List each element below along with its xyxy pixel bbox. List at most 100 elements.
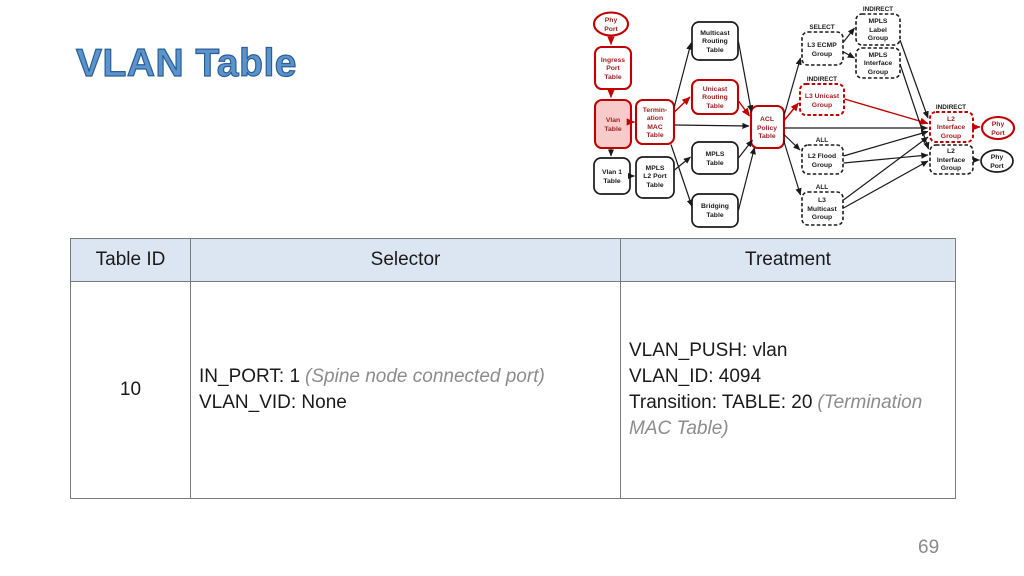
svg-text:Table: Table xyxy=(603,178,620,185)
treatment-line: Transition: TABLE: 20(Termination MAC Ta… xyxy=(629,392,923,439)
svg-text:L2: L2 xyxy=(947,116,955,123)
svg-text:Phy: Phy xyxy=(605,17,618,24)
node-mpls-l2-port-table: MPLS L2 Port Table xyxy=(635,156,675,199)
selector-line: IN_PORT: 1(Spine node connected port) xyxy=(199,366,545,387)
svg-text:Group: Group xyxy=(868,69,888,76)
svg-text:ALL: ALL xyxy=(816,137,829,144)
vlan-flow-table: Table ID Selector Treatment 10 IN_PORT: … xyxy=(70,238,956,499)
svg-text:Phy: Phy xyxy=(991,154,1004,161)
edge-acl-to-l3multicast xyxy=(782,139,802,196)
node-vlan-table: Vlan Table xyxy=(593,98,633,150)
svg-text:Vlan 1: Vlan 1 xyxy=(602,169,622,176)
svg-text:Interface: Interface xyxy=(864,60,893,67)
svg-text:Group: Group xyxy=(868,35,888,42)
svg-text:Table: Table xyxy=(646,182,663,189)
node-phy-port-out-red: Phy Port xyxy=(980,115,1016,141)
edge-unicast-to-acl xyxy=(737,100,751,117)
table-header-row: Table ID Selector Treatment xyxy=(70,238,956,282)
svg-text:L2: L2 xyxy=(947,148,955,155)
svg-text:INDIRECT: INDIRECT xyxy=(936,104,966,111)
svg-text:L3: L3 xyxy=(818,197,826,204)
node-multicast-routing-table: Multicast Routing Table xyxy=(691,21,739,61)
svg-text:Table: Table xyxy=(706,212,723,219)
node-mpls-interface-group: MPLS Interface Group xyxy=(855,47,901,79)
edge-l3ecmp-to-mplslabel xyxy=(843,27,855,43)
selector-note: (Spine node connected port) xyxy=(305,366,545,387)
svg-text:Table: Table xyxy=(646,132,663,139)
svg-text:Group: Group xyxy=(812,102,832,109)
svg-text:Routing: Routing xyxy=(702,94,728,101)
svg-text:MAC: MAC xyxy=(647,124,663,131)
cell-treatment: VLAN_PUSH: vlan VLAN_ID: 4094 Transition… xyxy=(620,281,956,499)
page-number: 69 xyxy=(918,537,940,558)
selector-line: VLAN_VID: None xyxy=(199,392,347,413)
edge-mpls-to-acl xyxy=(738,139,753,159)
svg-text:ation: ation xyxy=(647,115,663,122)
node-phy-port-out-black: Phy Port xyxy=(980,149,1014,173)
svg-text:L2 Port: L2 Port xyxy=(643,173,667,180)
svg-text:MPLS: MPLS xyxy=(706,151,725,158)
edge-termination-to-bridging xyxy=(670,144,693,207)
node-acl-policy-table: ACL Policy Table xyxy=(749,104,786,150)
svg-text:Interface: Interface xyxy=(937,124,966,131)
svg-text:MPLS: MPLS xyxy=(869,52,888,59)
node-l3-ecmp-group: SELECT L3 ECMP Group xyxy=(801,24,844,66)
svg-text:ALL: ALL xyxy=(816,184,829,191)
node-termination-mac-table: Termin- ation MAC Table xyxy=(634,98,676,146)
svg-text:Unicast: Unicast xyxy=(703,86,728,93)
svg-text:Multicast: Multicast xyxy=(807,206,837,213)
node-l3-multicast-group: ALL L3 Multicast Group xyxy=(801,184,844,226)
edge-acl-to-l3ecmp xyxy=(783,57,802,115)
node-l2-flood-group: ALL L2 Flood Group xyxy=(801,137,844,175)
node-phy-port-in: Phy Port xyxy=(592,11,630,37)
node-mpls-table: MPLS Table xyxy=(691,141,739,175)
edge-acl-to-l2flood xyxy=(783,133,801,151)
svg-text:Multicast: Multicast xyxy=(700,30,730,37)
edge-l3multicast-to-l2interface-a xyxy=(843,136,929,201)
svg-text:L3 Unicast: L3 Unicast xyxy=(805,93,840,100)
header-table-id: Table ID xyxy=(70,238,191,282)
edge-acl-to-l3unicast xyxy=(783,102,800,121)
svg-text:ACL: ACL xyxy=(760,116,774,123)
node-l2-interface-group: L2 Interface Group xyxy=(929,144,974,175)
edge-l2flood-to-l2interface-a xyxy=(843,130,929,157)
openflow-pipeline-diagram: Phy Port Ingress Port Table Vlan Table V… xyxy=(592,6,1016,228)
edge-mplslabel-to-l2interface xyxy=(899,39,929,119)
page-title: VLAN Table xyxy=(75,41,297,85)
svg-text:MPLS: MPLS xyxy=(646,165,665,172)
svg-text:Table: Table xyxy=(604,74,621,81)
svg-text:MPLS: MPLS xyxy=(869,18,888,25)
node-unicast-routing-table: Unicast Routing Table xyxy=(690,78,740,116)
edge-l3ecmp-to-mplsinterface xyxy=(843,51,855,59)
treatment-line: VLAN_ID: 4094 xyxy=(629,366,762,387)
svg-text:Group: Group xyxy=(941,133,961,140)
cell-table-id: 10 xyxy=(70,281,191,499)
edge-multicast-to-acl xyxy=(737,41,754,113)
svg-text:Interface: Interface xyxy=(937,157,966,164)
edge-l3multicast-to-l2interface-b xyxy=(843,160,929,209)
node-l2-interface-group-indirect: INDIRECT L2 Interface Group xyxy=(929,104,974,143)
edge-l3unicast-to-l2interface xyxy=(844,98,929,125)
svg-text:INDIRECT: INDIRECT xyxy=(807,76,837,83)
svg-text:Phy: Phy xyxy=(992,121,1005,128)
treatment-line: VLAN_PUSH: vlan xyxy=(629,340,788,361)
cell-selector: IN_PORT: 1(Spine node connected port) VL… xyxy=(190,281,621,499)
node-mpls-label-group: INDIRECT MPLS Label Group xyxy=(855,6,901,46)
svg-text:L3 ECMP: L3 ECMP xyxy=(807,42,837,49)
svg-text:Port: Port xyxy=(604,26,618,33)
edge-termination-to-unicast xyxy=(674,96,691,113)
treatment-note: (Termination MAC Table) xyxy=(629,392,923,439)
svg-text:Group: Group xyxy=(812,214,832,221)
svg-text:SELECT: SELECT xyxy=(809,24,834,31)
svg-text:Table: Table xyxy=(604,126,621,133)
svg-text:Group: Group xyxy=(812,51,832,58)
svg-text:L2 Flood: L2 Flood xyxy=(808,153,836,160)
svg-text:Table: Table xyxy=(706,47,723,54)
svg-text:Termin-: Termin- xyxy=(643,107,667,114)
header-treatment: Treatment xyxy=(620,238,956,282)
table-row: 10 IN_PORT: 1(Spine node connected port)… xyxy=(70,281,956,499)
svg-text:Group: Group xyxy=(941,165,961,172)
node-bridging-table: Bridging Table xyxy=(691,193,739,228)
edge-l2flood-to-l2interface-b xyxy=(843,152,929,164)
svg-text:Table: Table xyxy=(706,160,723,167)
